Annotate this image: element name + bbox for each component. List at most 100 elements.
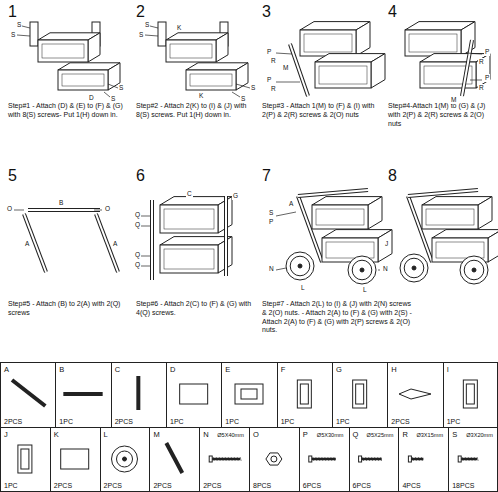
part-cell: R4PCSØ3X15mm [398, 427, 449, 492]
step-caption: Step#7 - Attach 2(L) to (I) & (J) with 2… [262, 300, 412, 335]
part-icon [463, 380, 477, 408]
part-line [141, 226, 150, 227]
part-icons [12, 376, 478, 473]
part-line [150, 26, 158, 28]
plate-part [30, 22, 38, 46]
part-cell: M2PCS [149, 427, 200, 492]
part-icon [12, 380, 45, 406]
part-letter: K [54, 430, 59, 439]
step-number: 3 [262, 2, 271, 21]
part-letter: E [225, 365, 230, 374]
callout-letter: P [484, 48, 490, 56]
callout-letter: N [268, 265, 275, 273]
part-line [298, 190, 368, 196]
part-cell: D1PC [166, 362, 222, 428]
part-line [276, 82, 300, 83]
part-cell: E 1PC [221, 362, 277, 428]
callout-letter: M [282, 64, 289, 72]
part-line [466, 53, 482, 54]
callout-letter: R [270, 85, 277, 93]
part-line [108, 84, 118, 88]
part-line [141, 266, 150, 267]
part-icon [458, 456, 478, 462]
part-cell: L 2PCS [100, 427, 151, 492]
part-quantity: 2PCS [104, 482, 122, 489]
callout-letter: Q [134, 211, 141, 219]
callout-letter: S [118, 84, 124, 92]
callout-letter: Q [134, 221, 141, 229]
box-part [186, 63, 248, 90]
callout-letter: G [232, 192, 239, 200]
part-line [150, 200, 154, 280]
part-line [290, 44, 308, 96]
part-line [14, 210, 24, 211]
part-letter: L [104, 430, 108, 439]
part-icon [63, 394, 102, 395]
plate-part [158, 22, 166, 46]
part-line [17, 35, 30, 36]
part-line [276, 53, 292, 54]
part-cell: C2PCS [111, 362, 167, 428]
part-cell: S18PCSØ3X20mm [448, 427, 498, 492]
part-line [462, 40, 472, 96]
part-cell: G1PC [332, 362, 388, 428]
callout-letter: A [288, 200, 294, 208]
part-icon [235, 384, 263, 404]
callout-letter: S [110, 95, 116, 103]
box-part [58, 63, 120, 90]
box-part [300, 22, 370, 56]
callout-letter: N [382, 265, 389, 273]
part-cell: Q6PCSØ5X25mm [349, 427, 400, 492]
part-line [22, 26, 30, 28]
callout-letter: S [144, 21, 150, 29]
part-line [141, 256, 150, 257]
step-number: 6 [136, 166, 145, 185]
part-letter: I [447, 365, 449, 374]
box-part [422, 197, 492, 229]
part-line [236, 84, 250, 88]
callout-letter: O [6, 205, 13, 213]
step-number: 8 [388, 166, 397, 185]
part-letter: J [4, 430, 8, 439]
box-part [160, 237, 232, 273]
part-cell: B1PC [55, 362, 111, 428]
part-line [224, 196, 228, 276]
part-quantity: 2PCS [54, 482, 72, 489]
part-letter: A [4, 365, 9, 374]
part-line [24, 214, 46, 272]
part-icon [309, 456, 336, 462]
step-number: 1 [8, 2, 17, 21]
part-letter: N [203, 430, 208, 439]
part-quantity: 1PC [4, 482, 18, 489]
part-letter: O [253, 430, 259, 439]
part-icon [209, 456, 241, 462]
part-cell: O8PCS [249, 427, 300, 492]
callout-letter: L [300, 284, 306, 292]
callout-letter: O [104, 205, 111, 213]
part-letter: Q [353, 430, 359, 439]
step-caption: Step#2 - Attach 2(K) to (I) & (J) with 8… [136, 102, 254, 120]
part-icon [18, 445, 32, 473]
part-icon [180, 384, 208, 404]
box-part [312, 197, 382, 229]
part-line [232, 92, 240, 97]
box-part [420, 54, 490, 88]
callout-letter: D [88, 94, 95, 102]
part-line [276, 268, 286, 270]
part-icon [408, 456, 423, 462]
part-line [378, 270, 380, 271]
part-icon [138, 376, 139, 410]
callout-letter: R [478, 84, 485, 92]
part-letter: H [391, 365, 396, 374]
callout-letter: S [268, 209, 274, 217]
box-part [160, 197, 232, 233]
step-number: 4 [388, 2, 397, 21]
part-letter: S [452, 430, 457, 439]
part-letter: D [170, 365, 175, 374]
part-quantity: 1PC [225, 418, 239, 425]
part-quantity: 2PCS [203, 482, 221, 489]
part-line [28, 208, 100, 212]
part-line [94, 210, 102, 211]
callout-letter: A [112, 240, 118, 248]
